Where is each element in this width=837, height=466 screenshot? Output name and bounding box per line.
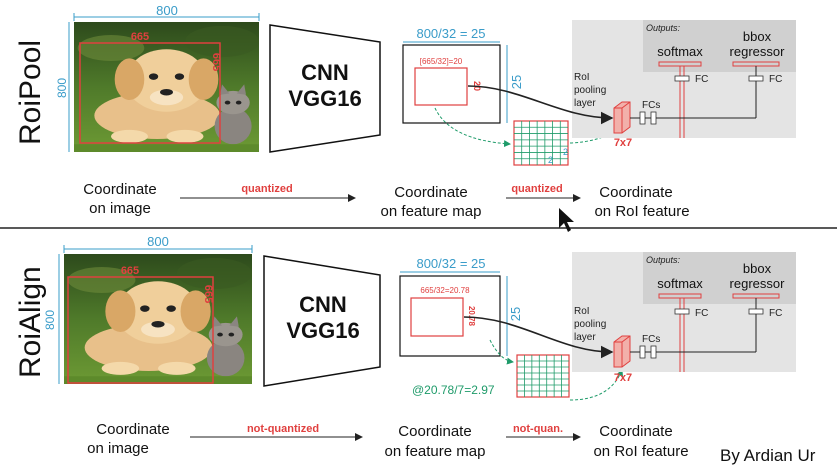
fmap-roi-top: 665/32=20.78: [420, 286, 470, 295]
fmap-title: 800/32 = 25: [416, 26, 485, 41]
fc1-label: FC: [695, 308, 708, 319]
roi-layer-label-2: pooling: [574, 319, 606, 330]
fmap-title: 800/32 = 25: [416, 256, 485, 271]
roi-layer-label-3: layer: [574, 98, 596, 109]
cnn-label: CNN: [299, 292, 347, 317]
feature-map: [402, 44, 501, 124]
arrow-2-label: not-quan.: [513, 423, 563, 435]
fmap-side-label: 25: [509, 75, 524, 89]
grid-to-pool-arrow: [569, 369, 624, 401]
fmap-roi-box: [414, 67, 468, 106]
fmap-side-label: 25: [508, 307, 523, 321]
coord-fmap-1: Coordinate: [394, 184, 467, 201]
pool-size-label: 7x7: [614, 372, 632, 384]
box-width-label: 665: [131, 31, 149, 43]
coord-image-1: Coordinate: [83, 181, 156, 198]
fcs-label: FCs: [642, 334, 660, 345]
roialign-panel: RoiAlign 800 800 665 665 CNN VGG16 800/3…: [14, 234, 796, 460]
roi-box: [79, 42, 221, 144]
pool-size-label: 7x7: [614, 137, 632, 149]
arrow-2-label: quantized: [511, 183, 562, 195]
roi-layer-label-1: RoI: [574, 306, 590, 317]
grid-arrow: [434, 107, 511, 148]
vgg-label: VGG16: [288, 86, 361, 111]
grid-note: @20.78/7=2.97: [412, 383, 495, 397]
coord-fmap-2: on feature map: [381, 203, 482, 220]
roi-box: [67, 276, 214, 384]
coord-image-2: on image: [89, 200, 151, 217]
image-height-label: 800: [43, 310, 57, 330]
coord-fmap-1: Coordinate: [398, 423, 471, 440]
arrow-1-label: not-quantized: [247, 423, 319, 435]
outputs-label: Outputs:: [646, 255, 681, 265]
fc2-label: FC: [769, 74, 782, 85]
grid-border: [516, 354, 570, 398]
coord-image-2: on image: [87, 440, 149, 457]
regressor-label: regressor: [730, 44, 786, 59]
pooling-grid: [513, 120, 569, 166]
coord-image-1: Coordinate: [96, 421, 169, 438]
fmap-roi-top: [665/32]=20: [420, 57, 463, 66]
grid-bottom-label: 2: [548, 155, 553, 165]
arrow-1-label: quantized: [241, 183, 292, 195]
outputs-box: [643, 252, 796, 304]
grid-border: [513, 120, 569, 166]
coord-roi-2: on RoI feature: [594, 203, 689, 220]
feature-map: [399, 275, 501, 357]
coord-roi-2: on RoI feature: [593, 443, 688, 460]
softmax-label: softmax: [657, 276, 703, 291]
grid-to-pool-arrow: [569, 127, 621, 144]
regressor-label: regressor: [730, 276, 786, 291]
vgg-label: VGG16: [286, 318, 359, 343]
coord-fmap-2: on feature map: [385, 443, 486, 460]
fmap-roi-box: [410, 297, 464, 337]
fc1-label: FC: [695, 74, 708, 85]
roipool-panel: RoiPool 800 800 665 665 CNN VGG16 800/32…: [14, 3, 796, 232]
mouse-cursor-icon: [559, 208, 574, 232]
box-height-label: 665: [202, 285, 214, 303]
roi-layer-label-1: RoI: [574, 72, 590, 83]
coord-roi-1: Coordinate: [599, 184, 672, 201]
roi-layer-label-3: layer: [574, 332, 596, 343]
grid-arrow: [489, 339, 514, 365]
cnn-block: [269, 24, 381, 153]
cnn-label: CNN: [301, 60, 349, 85]
box-width-label: 665: [121, 265, 139, 277]
coord-roi-1: Coordinate: [599, 423, 672, 440]
outputs-label: Outputs:: [646, 23, 681, 33]
image-width-label: 800: [156, 3, 178, 18]
bbox-label: bbox: [743, 261, 772, 276]
dog-and-kitten-photo: [64, 254, 252, 384]
fmap-roi-side: 20.78: [467, 306, 476, 327]
roi-layer-label-2: pooling: [574, 85, 606, 96]
fcs-label: FCs: [642, 100, 660, 111]
side-label: RoiAlign: [14, 266, 47, 378]
outputs-box: [643, 20, 796, 72]
image-height-label: 800: [55, 78, 69, 98]
feature-flow-arrow: [463, 316, 614, 359]
softmax-label: softmax: [657, 44, 703, 59]
credit-text: By Ardian Ur: [720, 446, 816, 465]
cnn-block: [263, 255, 381, 387]
side-label: RoiPool: [14, 40, 47, 145]
pooling-grid: [516, 354, 570, 398]
fc2-label: FC: [769, 308, 782, 319]
dog-and-kitten-photo: [74, 22, 259, 152]
box-height-label: 665: [210, 53, 222, 71]
image-width-label: 800: [147, 234, 169, 249]
feature-flow-arrow: [467, 85, 614, 125]
grid-side-label: 2: [563, 147, 568, 157]
bbox-label: bbox: [743, 29, 772, 44]
